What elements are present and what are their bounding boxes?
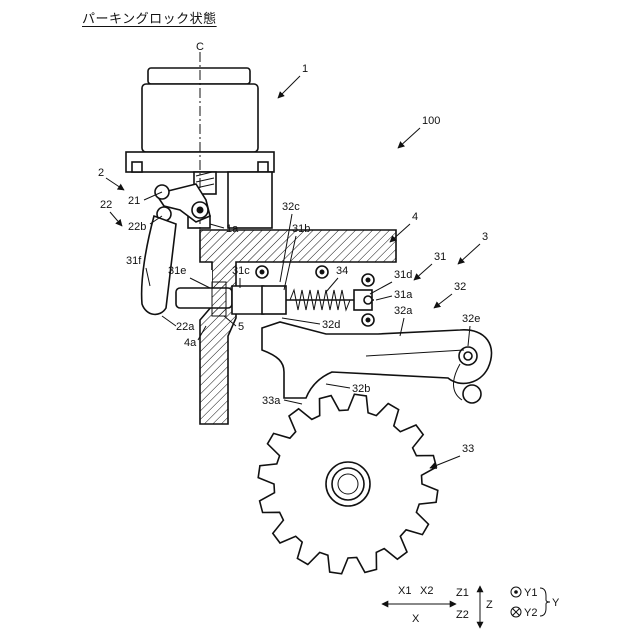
label-31f: 31f — [126, 255, 142, 267]
label-22: 22 — [100, 199, 112, 211]
legend-x2: X2 — [420, 585, 433, 597]
label-22b: 22b — [128, 221, 146, 233]
legend-x: X — [412, 613, 420, 625]
label-3: 3 — [482, 231, 488, 243]
y-brace — [540, 588, 550, 616]
label-32: 32 — [454, 281, 466, 293]
legend-y1: Y1 — [524, 587, 537, 599]
legend-x1: X1 — [398, 585, 411, 597]
label-31a: 31a — [394, 289, 413, 301]
label-32e: 32e — [462, 313, 480, 325]
legend-z2: Z2 — [456, 609, 469, 621]
label-22a: 22a — [176, 321, 195, 333]
seal-5 — [212, 282, 226, 316]
label-34: 34 — [336, 265, 348, 277]
label-31c: 31c — [232, 265, 250, 277]
label-1: 1 — [302, 63, 308, 75]
label-32b: 32b — [352, 383, 370, 395]
axis-legend: X1 X2 X Z1 Z2 Z Y1 Y2 Y — [382, 585, 560, 628]
label-5: 5 — [238, 321, 244, 333]
parking-gear-33 — [258, 394, 438, 574]
label-4a: 4a — [184, 337, 197, 349]
parking-pawl-32 — [262, 322, 492, 403]
label-31: 31 — [434, 251, 446, 263]
cross-circle-icon — [511, 607, 521, 617]
label-33a: 33a — [262, 395, 281, 407]
dot-circle-icon — [511, 587, 521, 597]
label-31d: 31d — [394, 269, 412, 281]
label-31e: 31e — [168, 265, 186, 277]
label-c: C — [196, 41, 204, 53]
label-33: 33 — [462, 443, 474, 455]
label-32c: 32c — [282, 201, 300, 213]
label-21: 21 — [128, 195, 140, 207]
label-100: 100 — [422, 115, 440, 127]
label-31b: 31b — [292, 223, 310, 235]
label-32d: 32d — [322, 319, 340, 331]
legend-y2: Y2 — [524, 607, 537, 619]
legend-z: Z — [486, 599, 493, 611]
legend-z1: Z1 — [456, 587, 469, 599]
label-32a: 32a — [394, 305, 413, 317]
legend-y: Y — [552, 597, 560, 609]
label-4: 4 — [412, 211, 418, 223]
label-1a: 1a — [226, 223, 239, 235]
label-2: 2 — [98, 167, 104, 179]
